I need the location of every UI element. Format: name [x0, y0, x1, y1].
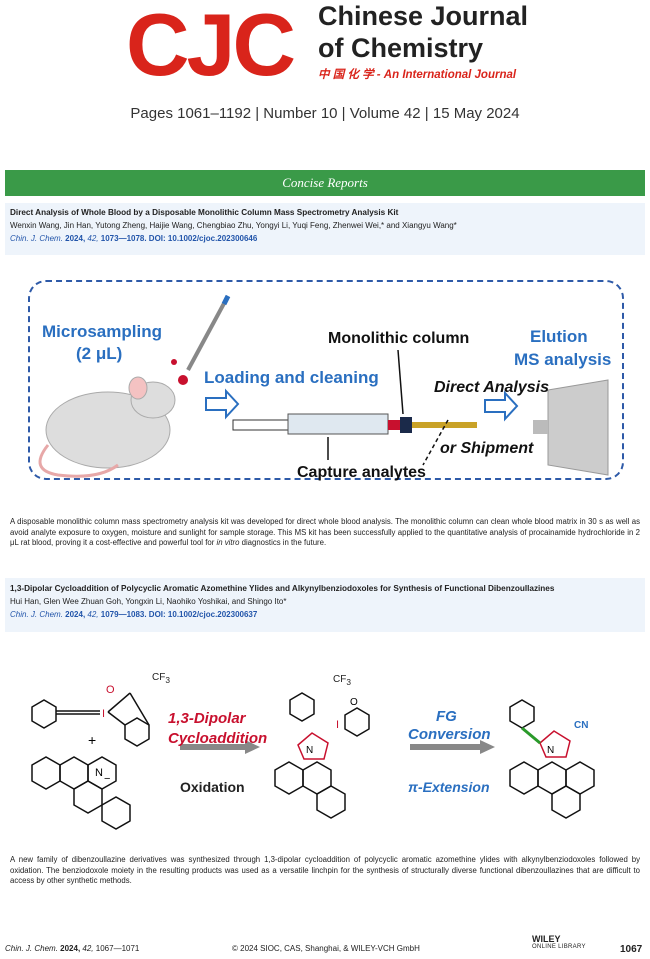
label-dipolar-2: Cycloaddition	[168, 730, 268, 747]
label-capture: Capture analytes	[297, 464, 426, 481]
article-2-diagram: I O N − + N I O N CN	[31, 684, 595, 830]
blood-drop-icon	[178, 375, 188, 385]
article-2-title[interactable]: 1,3-Dipolar Cycloaddition of Polycyclic …	[10, 584, 555, 593]
label-cf3: CF3	[152, 672, 170, 685]
label-dipolar-1: 1,3-Dipolar	[168, 710, 246, 727]
label-elution: Elution	[530, 327, 588, 346]
svg-text:CN: CN	[574, 720, 588, 731]
label-volume: (2 μL)	[76, 344, 123, 363]
pipette-icon	[186, 295, 230, 371]
label-cf3-b: CF3	[333, 674, 351, 687]
svg-text:N: N	[547, 745, 554, 756]
journal-title: Chinese Journal of Chemistry	[318, 0, 528, 64]
journal-subtitle: 中 国 化 学 - An International Journal	[318, 69, 517, 81]
article-1-diagram	[38, 294, 609, 478]
article-2-header: 1,3-Dipolar Cycloaddition of Polycyclic …	[5, 578, 645, 632]
article-2-authors: Hui Han, Glen Wee Zhuan Goh, Yongxin Li,…	[10, 597, 287, 606]
label-oxidation: Oxidation	[180, 779, 245, 795]
svg-text:O: O	[350, 697, 358, 708]
monolithic-column-icon	[400, 417, 412, 433]
label-shipment: or Shipment	[440, 440, 534, 457]
journal-title-line1: Chinese Journal	[318, 1, 529, 31]
svg-text:I: I	[336, 719, 339, 731]
wiley-logo[interactable]: WILEY ONLINE LIBRARY	[532, 934, 586, 950]
svg-text:I: I	[102, 708, 105, 720]
article-1-citation[interactable]: Chin. J. Chem. 2024, 42, 1073—1078. DOI:…	[10, 234, 258, 243]
label-ms-analysis: MS analysis	[514, 350, 612, 369]
phenyl-ring-icon	[31, 699, 57, 729]
label-conversion: Conversion	[408, 726, 491, 743]
article-1-authors: Wenxin Wang, Jin Han, Yutong Zheng, Haij…	[10, 221, 457, 230]
label-monolithic: Monolithic column	[328, 330, 470, 347]
issue-line: Pages 1061–1192 | Number 10 | Volume 42 …	[130, 105, 520, 122]
article-1-graphical-abstract	[28, 280, 624, 480]
journal-logo: CJC	[126, 0, 296, 94]
syringe-icon	[232, 419, 289, 431]
svg-text:+: +	[88, 732, 96, 748]
section-title: Concise Reports	[5, 170, 645, 196]
article-1-header: Direct Analysis of Whole Blood by a Disp…	[5, 203, 645, 255]
ms-inlet-icon	[547, 379, 609, 476]
svg-text:N: N	[95, 767, 103, 779]
article-1-title[interactable]: Direct Analysis of Whole Blood by a Disp…	[10, 208, 399, 217]
article-1-abstract: A disposable monolithic column mass spec…	[10, 517, 640, 547]
svg-text:−: −	[104, 773, 110, 785]
footer-copyright: © 2024 SIOC, CAS, Shanghai, & WILEY-VCH …	[232, 944, 420, 953]
aromatic-ring-icon	[31, 756, 61, 790]
label-microsampling: Microsampling	[42, 322, 162, 341]
benzene-ring-icon	[124, 717, 150, 747]
svg-text:N: N	[306, 745, 313, 756]
article-2-citation[interactable]: Chin. J. Chem. 2024, 42, 1079—1083. DOI:…	[10, 610, 258, 619]
label-loading: Loading and cleaning	[204, 368, 379, 387]
arrow-icon	[205, 388, 240, 420]
footer-citation: Chin. J. Chem. 2024, 42, 1067—1071	[5, 944, 140, 953]
page-number: 1067	[620, 944, 643, 955]
label-fg: FG	[436, 708, 457, 725]
label-pi-extension: π-Extension	[408, 779, 490, 795]
arrow-icon	[484, 390, 519, 422]
label-direct: Direct Analysis	[434, 379, 550, 396]
svg-text:O: O	[106, 684, 115, 696]
article-2-abstract: A new family of dibenzoullazine derivati…	[10, 855, 640, 885]
journal-title-line2: of Chemistry	[318, 33, 484, 63]
